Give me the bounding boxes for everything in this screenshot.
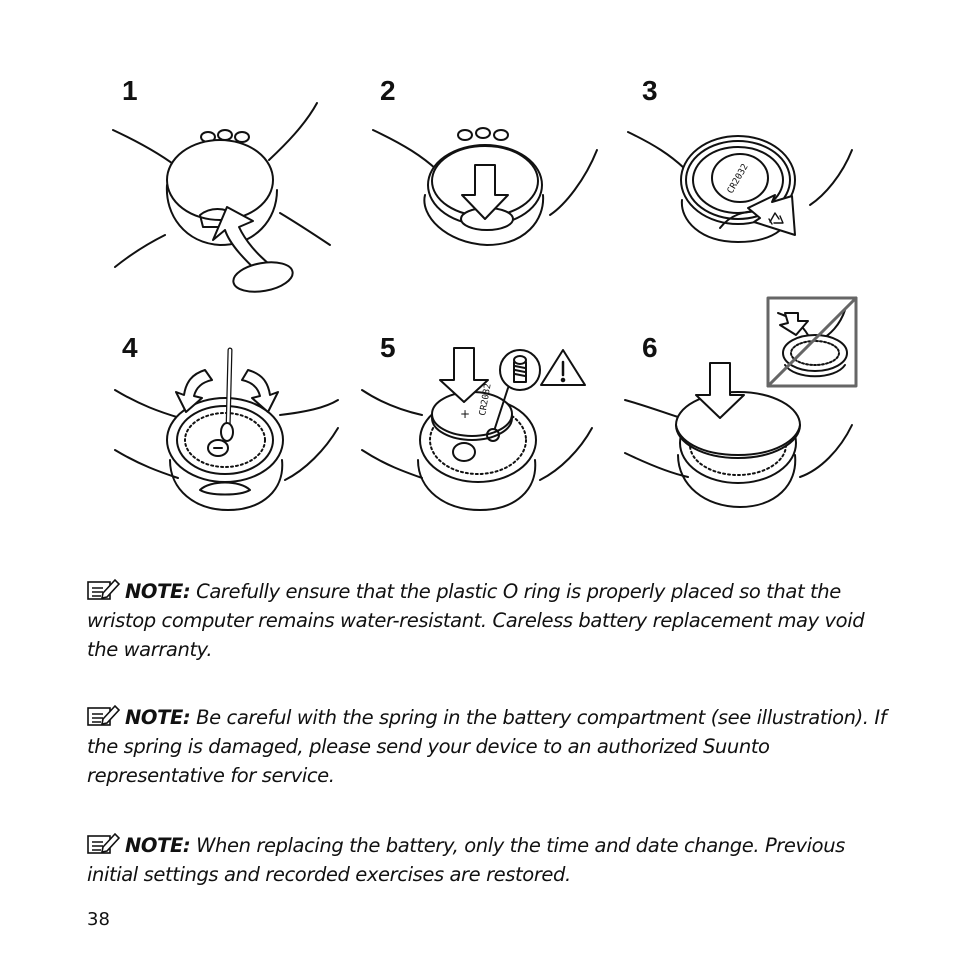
- step-number-6: 6: [642, 332, 658, 363]
- illustration-step-2: [372, 127, 598, 246]
- illustration-step-5: CR2032 +: [361, 347, 593, 511]
- step-number-5: 5: [380, 332, 396, 363]
- note-text: When replacing the battery, only the tim…: [87, 834, 845, 886]
- recycle-icon: [768, 212, 784, 225]
- note-pencil-icon: [87, 832, 121, 854]
- note-pencil-icon: [87, 704, 121, 726]
- note-3: NOTE: When replacing the battery, only t…: [87, 831, 887, 889]
- warning-triangle-icon: [540, 349, 586, 386]
- step-number-4: 4: [122, 332, 138, 363]
- note-pencil-icon: [87, 578, 121, 600]
- note-1: NOTE: Carefully ensure that the plastic …: [87, 577, 887, 664]
- battery-polarity: +: [460, 407, 470, 421]
- illustration-step-3: CR2032: [627, 131, 853, 243]
- illustration-step-6: [624, 296, 858, 508]
- note-text: Be careful with the spring in the batter…: [87, 706, 887, 787]
- incorrect-example-inset: [766, 296, 858, 388]
- note-label: NOTE:: [125, 580, 191, 603]
- note-2: NOTE: Be careful with the spring in the …: [87, 703, 887, 790]
- note-label: NOTE:: [125, 834, 191, 857]
- page-number: 38: [87, 909, 110, 930]
- step-number-1: 1: [122, 75, 138, 106]
- step-number-3: 3: [642, 75, 658, 106]
- note-text: Carefully ensure that the plastic O ring…: [87, 580, 865, 661]
- note-label: NOTE:: [125, 706, 191, 729]
- illustration-step-4: [114, 347, 339, 511]
- illustration-step-1: [112, 102, 331, 295]
- step-number-2: 2: [380, 75, 396, 106]
